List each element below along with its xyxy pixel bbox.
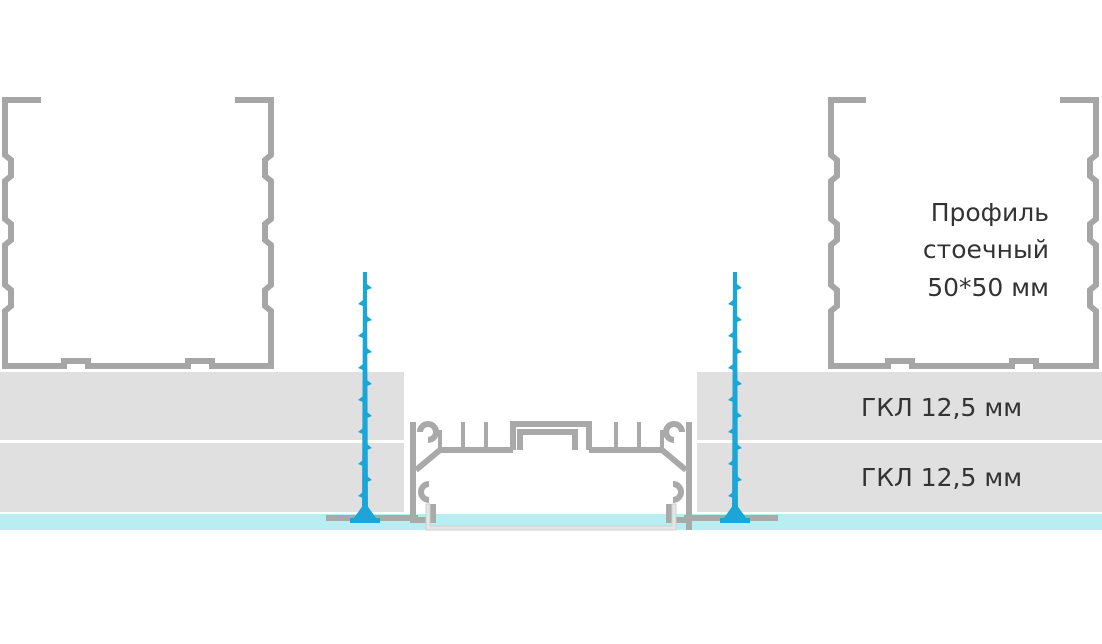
label-profile-line3: 50*50 мм <box>927 273 1049 302</box>
aluminium-led-profile <box>326 421 778 531</box>
stud-profile-right <box>828 97 1099 369</box>
drywall-left-top <box>0 372 404 440</box>
profile-wall-left <box>410 422 436 523</box>
profile-hook-left <box>417 421 439 443</box>
profile-wall-right <box>666 422 692 530</box>
profile-top-channel-inner <box>517 429 578 450</box>
profile-groove-right <box>672 481 684 503</box>
label-profile-line1: Профиль <box>930 198 1049 227</box>
profile-hook-right <box>663 421 685 443</box>
drywall-right-top <box>697 372 1102 440</box>
profile-fin <box>614 422 618 450</box>
finish-layer <box>0 514 1102 530</box>
label-profile-line2: стоечный <box>922 235 1049 264</box>
profile-diffuser <box>425 503 677 531</box>
label-gkl-bottom: ГКЛ 12,5 мм <box>861 463 1023 492</box>
drywall-right-bottom <box>697 443 1102 512</box>
label-gkl-top: ГКЛ 12,5 мм <box>861 393 1023 422</box>
profile-inner-rail-left <box>414 447 513 473</box>
drywall-right <box>697 372 1102 512</box>
screw-left <box>350 272 380 523</box>
profile-groove-left <box>418 481 430 503</box>
profile-fin <box>660 430 664 450</box>
drywall-left-bottom <box>0 443 404 512</box>
profile-fin <box>637 422 641 450</box>
profile-fin <box>484 422 488 450</box>
stud-profile-left <box>2 97 274 369</box>
drywall-left <box>0 372 404 512</box>
profile-fin <box>461 422 465 450</box>
profile-inner-rail-right <box>589 447 688 473</box>
profile-top-channel <box>510 421 592 450</box>
profile-fin <box>438 430 442 450</box>
screw-right <box>720 272 750 523</box>
